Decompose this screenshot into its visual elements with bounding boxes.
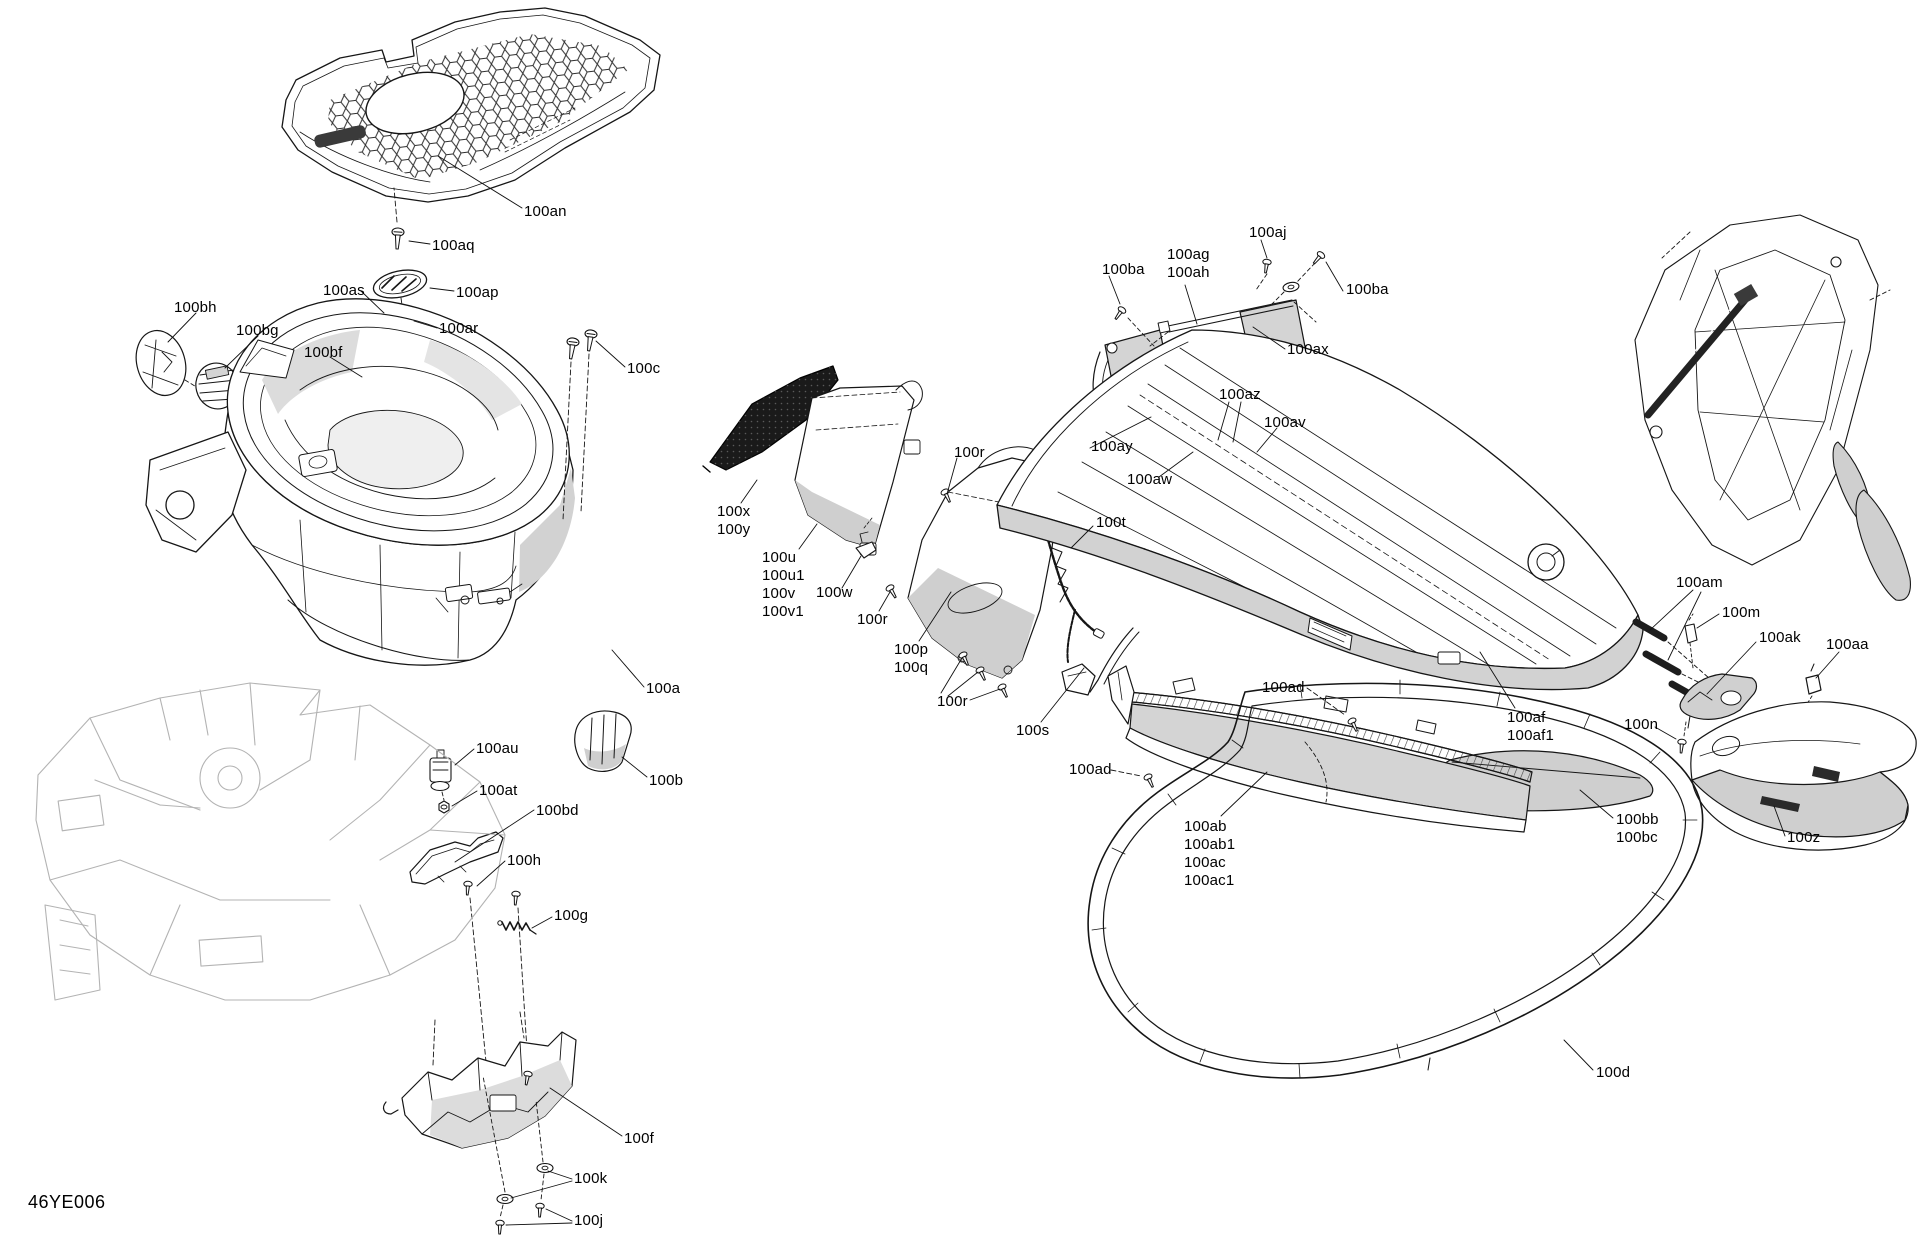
part-cup-100b [574,710,632,772]
part-screw-100n [1676,738,1687,754]
part-trim-blade-right-lower [1855,489,1911,601]
part-cover-100af [996,329,1644,691]
part-bracket-100f [382,1011,577,1149]
part-clip-100m [1684,613,1698,669]
part-plug-100bh [135,329,199,397]
part-mesh-100x [702,365,839,473]
part-clip-100aa [1801,663,1822,713]
part-clip-100w [855,517,877,559]
part-fasteners-100k-100j [482,1075,554,1235]
part-tub-100a [145,298,599,666]
part-panel-100z [1690,701,1917,851]
diagram-code: 46YE006 [28,1192,106,1212]
part-bumper-100ab [1107,665,1533,833]
part-latch-100au [429,749,452,801]
part-seal-100d [1087,679,1704,1079]
part-cover-underside [1634,214,1891,566]
part-bracket-100s [1061,627,1140,696]
part-grille-100an [281,7,661,203]
part-chassis-frame [35,682,506,1001]
part-nut-100at [438,800,450,814]
leader-lines [167,155,1840,1226]
part-latch-100ak [1679,673,1758,737]
part-panel-100u [794,380,923,556]
part-bracket-100bd [409,831,504,885]
